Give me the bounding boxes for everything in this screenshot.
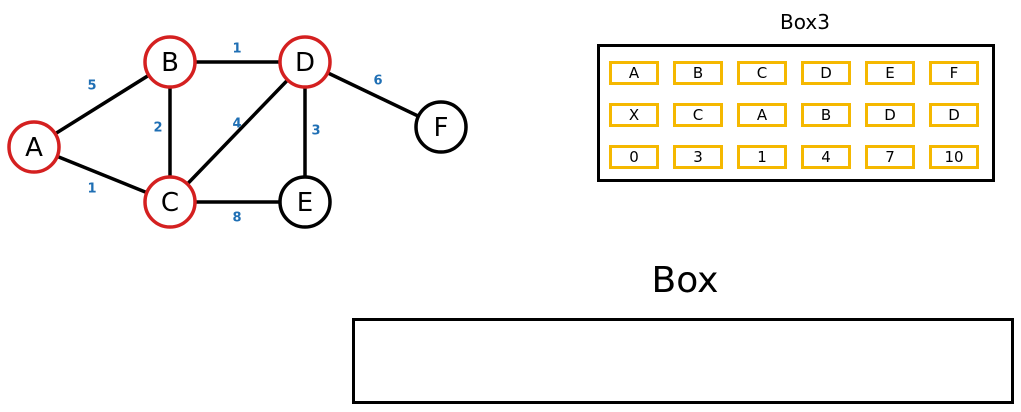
node-label-a: A: [25, 133, 43, 163]
box3-cell-r2-c4: B: [801, 103, 851, 127]
edge-weight-a-c: 1: [87, 182, 96, 197]
node-d: D: [278, 35, 332, 89]
box3-cell-r3-c4: 4: [801, 145, 851, 169]
edge-weight-a-b: 5: [87, 79, 96, 94]
box3-cell-r2-c3: A: [737, 103, 787, 127]
box3-cell-r1-c3: C: [737, 61, 787, 85]
node-f: F: [414, 100, 468, 154]
box3-cell-r3-c5: 7: [865, 145, 915, 169]
edge-weight-b-d: 1: [232, 42, 241, 57]
box3-cell-r3-c2: 3: [673, 145, 723, 169]
box3-cell-r2-c6: D: [929, 103, 979, 127]
node-label-f: F: [434, 113, 449, 143]
node-label-b: B: [161, 48, 179, 78]
node-c: C: [143, 175, 197, 229]
node-a: A: [7, 120, 61, 174]
edge-weight-b-c: 2: [153, 121, 162, 136]
box3-cell-r2-c5: D: [865, 103, 915, 127]
box3-cell-r2-c2: C: [673, 103, 723, 127]
node-circle-f: [414, 100, 468, 154]
edge-weight-d-f: 6: [373, 74, 382, 89]
node-circle-c: [143, 175, 197, 229]
node-label-c: C: [161, 188, 179, 218]
box3-cell-r3-c3: 1: [737, 145, 787, 169]
node-label-d: D: [295, 48, 315, 78]
edge-weight-c-d: 4: [232, 117, 241, 132]
node-label-e: E: [297, 188, 313, 218]
edge-weight-c-e: 8: [232, 211, 241, 226]
box3-cell-r3-c1: 0: [609, 145, 659, 169]
box-title: Box: [651, 260, 719, 301]
box3-cell-r1-c5: E: [865, 61, 915, 85]
node-b: B: [143, 35, 197, 89]
box-panel: [352, 318, 1014, 404]
box3-cell-r1-c6: F: [929, 61, 979, 85]
box3-cell-r2-c1: X: [609, 103, 659, 127]
box3-title: Box3: [780, 10, 830, 34]
box3-cell-r1-c4: D: [801, 61, 851, 85]
node-e: E: [278, 175, 332, 229]
node-circle-d: [278, 35, 332, 89]
edge-c-d: [168, 60, 307, 204]
node-circle-b: [143, 35, 197, 89]
edge-weight-d-e: 3: [311, 124, 320, 139]
box3-cell-r1-c1: A: [609, 61, 659, 85]
node-circle-e: [278, 175, 332, 229]
weighted-graph: 5 1 1 2 4 3 6 8 A B C D E F: [7, 35, 468, 229]
node-circle-a: [7, 120, 61, 174]
box3-cell-r1-c2: B: [673, 61, 723, 85]
box3-cell-r3-c6: 10: [929, 145, 979, 169]
